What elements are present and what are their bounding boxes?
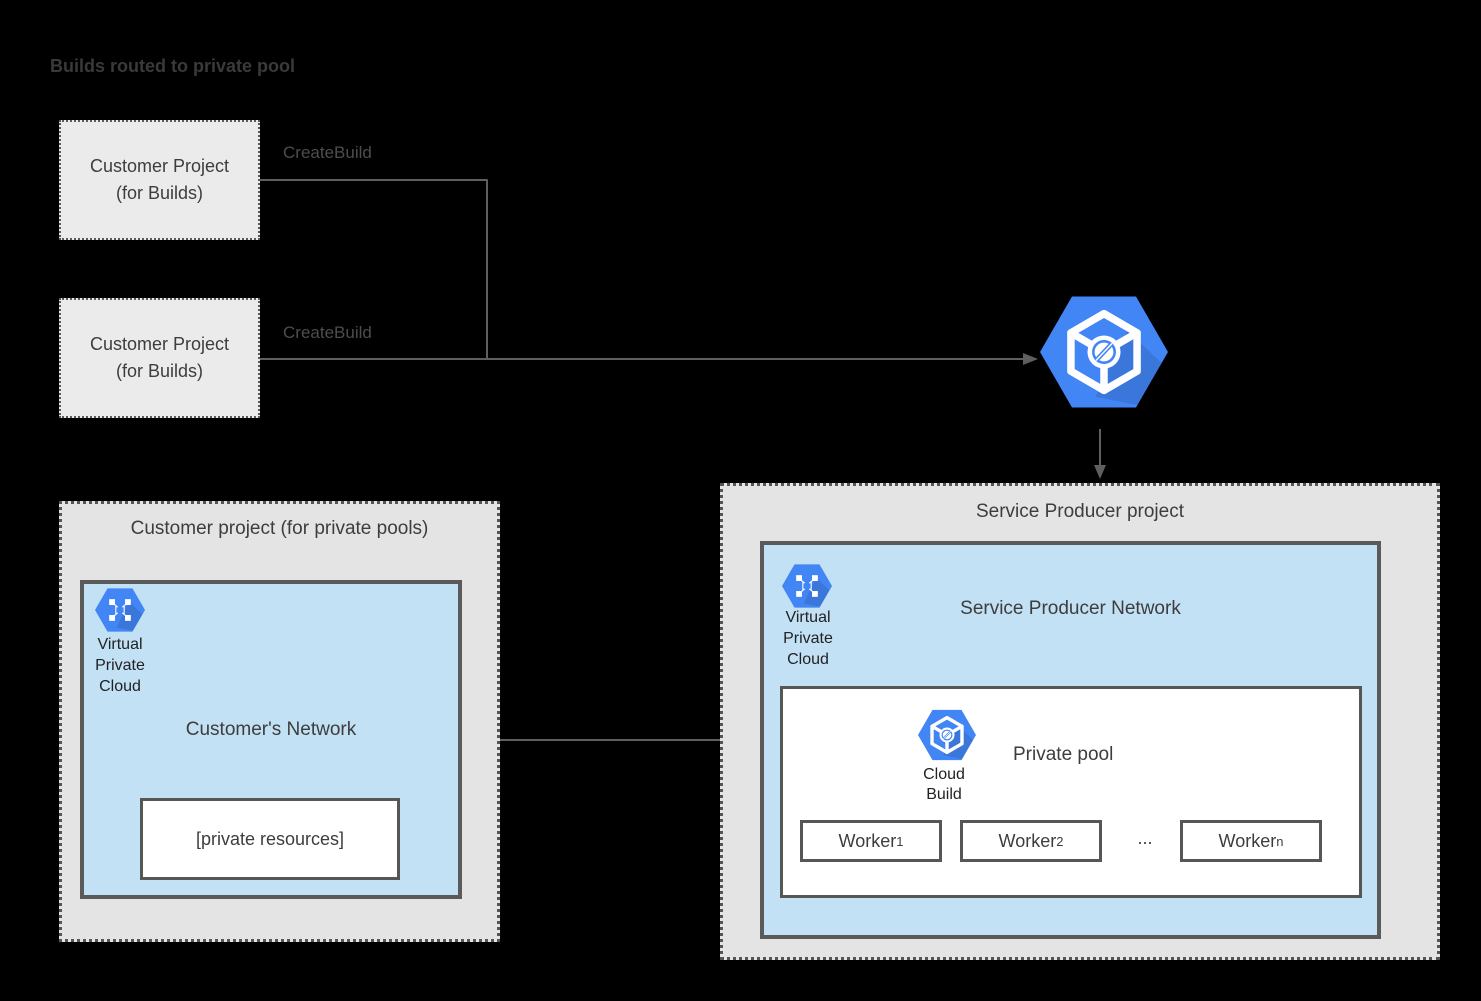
private-resources-box: [private resources] [140, 798, 400, 880]
diagram-title: Builds routed to private pool [50, 56, 296, 76]
vpc-label-producer-line2: Private [783, 630, 833, 647]
customer-pool-project-title: Customer project (for private pools) [130, 518, 429, 539]
vpc-icon-producer [782, 564, 832, 608]
createbuild-label-1: CreateBuild [283, 143, 372, 162]
customer-build-project-1-node: Customer Project (for Builds) [59, 120, 260, 240]
worker-n-label: Worker [1218, 830, 1277, 851]
vpc-label-producer: Virtual Private Cloud [772, 607, 844, 670]
worker-n-subscript: n [1276, 833, 1284, 849]
cloud-build-label-line2: Build [926, 786, 962, 803]
cloud-build-label-line1: Cloud [923, 766, 965, 783]
customer-build-project-2-label: Customer Project [89, 334, 230, 354]
cloud-build-icon-small [918, 709, 976, 761]
private-pool-box [780, 686, 1362, 898]
arrowhead-into-cloud-build [1023, 353, 1038, 365]
private-resources-label: [private resources] [195, 828, 345, 849]
private-pool-title: Private pool [1013, 744, 1114, 765]
createbuild-label-2: CreateBuild [283, 323, 372, 342]
worker-1-label: Worker [838, 830, 897, 851]
vpc-label-producer-line1: Virtual [785, 609, 831, 626]
worker-2-subscript: 2 [1056, 833, 1064, 849]
customer-build-project-2-sublabel: (for Builds) [115, 361, 204, 381]
vpc-label-producer-line3: Cloud [787, 651, 829, 668]
customer-build-project-1-label: Customer Project [89, 156, 230, 176]
cloud-build-label: Cloud Build [903, 765, 985, 805]
worker-1-subscript: 1 [896, 833, 904, 849]
customer-build-project-2-node: Customer Project (for Builds) [59, 298, 260, 418]
worker-ellipsis: ... [1137, 828, 1153, 848]
vpc-label-customer-line3: Cloud [99, 678, 141, 695]
vpc-label-customer: Virtual Private Cloud [84, 634, 156, 697]
vpc-label-customer-line2: Private [95, 657, 145, 674]
customer-build-project-1-sublabel: (for Builds) [115, 183, 204, 203]
service-producer-project-title: Service Producer project [975, 501, 1185, 522]
vpc-icon-customer [95, 588, 145, 632]
vpc-label-customer-line1: Virtual [97, 636, 143, 653]
cloud-build-icon [1040, 295, 1168, 409]
arrowhead-into-producer-project [1094, 465, 1106, 479]
worker-2-label: Worker [998, 830, 1057, 851]
service-producer-network-title: Service Producer Network [960, 598, 1181, 619]
customer-network-title: Customer's Network [185, 719, 357, 740]
